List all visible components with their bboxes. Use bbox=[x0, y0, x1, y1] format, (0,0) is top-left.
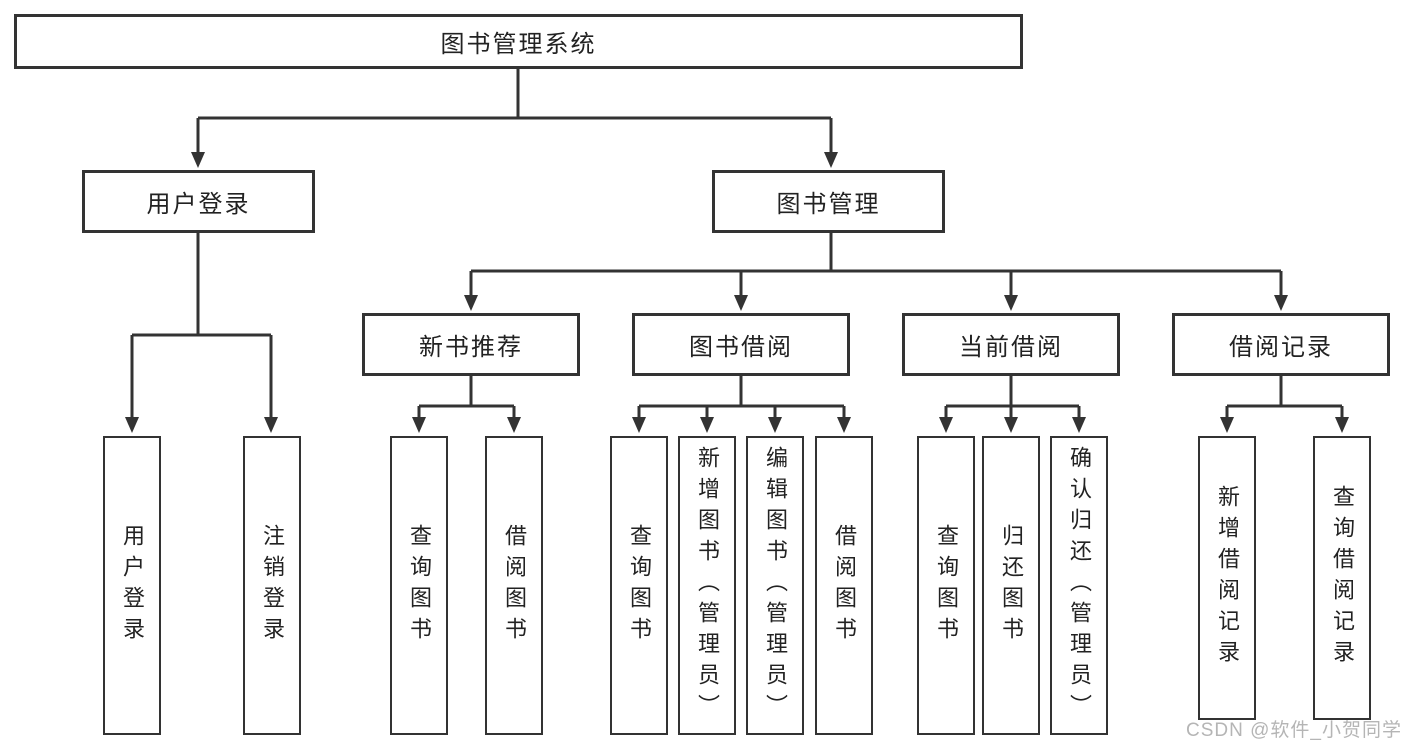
node-borrow-books-leaf: 借阅图书 bbox=[815, 436, 873, 735]
node-library-management-system: 图书管理系统 bbox=[14, 14, 1023, 69]
node-query-books-borrow: 查询图书 bbox=[610, 436, 668, 735]
node-label: 借阅图书 bbox=[502, 523, 527, 648]
arrow-down-icon bbox=[632, 417, 646, 433]
arrow-down-icon bbox=[412, 417, 426, 433]
node-label: 编辑图书（管理员） bbox=[763, 446, 788, 725]
arrow-down-icon bbox=[507, 417, 521, 433]
arrow-down-icon bbox=[464, 295, 478, 311]
node-logout-leaf: 注销登录 bbox=[243, 436, 301, 735]
arrow-down-icon bbox=[734, 295, 748, 311]
node-label: 查询图书 bbox=[407, 523, 432, 648]
node-user-login-leaf: 用户登录 bbox=[103, 436, 161, 735]
arrow-down-icon bbox=[768, 417, 782, 433]
node-current-borrowing: 当前借阅 bbox=[902, 313, 1120, 376]
node-label: 新书推荐 bbox=[419, 334, 523, 361]
node-borrowing-records: 借阅记录 bbox=[1172, 313, 1390, 376]
arrow-down-icon bbox=[700, 417, 714, 433]
node-confirm-return-admin: 确认归还（管理员） bbox=[1050, 436, 1108, 735]
arrow-down-icon bbox=[264, 417, 278, 433]
node-label: 图书管理系统 bbox=[440, 31, 597, 58]
node-label: 用户登录 bbox=[120, 523, 145, 648]
node-label: 查询图书 bbox=[934, 523, 959, 648]
node-label: 用户登录 bbox=[146, 191, 251, 218]
connector-paths bbox=[130, 69, 1344, 417]
node-add-borrow-record: 新增借阅记录 bbox=[1198, 436, 1256, 720]
node-label: 注销登录 bbox=[260, 523, 285, 648]
node-label: 图书管理 bbox=[776, 191, 881, 218]
node-label: 图书借阅 bbox=[689, 334, 793, 361]
arrow-down-icon bbox=[1335, 417, 1349, 433]
node-book-borrowing: 图书借阅 bbox=[632, 313, 850, 376]
node-label: 新增借阅记录 bbox=[1215, 485, 1240, 671]
node-label: 当前借阅 bbox=[959, 334, 1063, 361]
node-label: 归还图书 bbox=[999, 523, 1024, 648]
arrow-down-icon bbox=[191, 152, 205, 168]
node-label: 查询图书 bbox=[627, 523, 652, 648]
node-user-login-branch: 用户登录 bbox=[82, 170, 315, 233]
node-return-books: 归还图书 bbox=[982, 436, 1040, 735]
node-label: 新增图书（管理员） bbox=[695, 446, 720, 725]
node-label: 借阅记录 bbox=[1229, 334, 1333, 361]
csdn-watermark: CSDN @软件_小贺同学 bbox=[1186, 720, 1402, 741]
arrow-down-icon bbox=[837, 417, 851, 433]
arrow-down-icon bbox=[1274, 295, 1288, 311]
node-borrow-books-recommend: 借阅图书 bbox=[485, 436, 543, 735]
arrow-down-icon bbox=[1004, 417, 1018, 433]
node-new-book-recommendation: 新书推荐 bbox=[362, 313, 580, 376]
node-book-management-branch: 图书管理 bbox=[712, 170, 945, 233]
arrow-down-icon bbox=[1220, 417, 1234, 433]
arrow-down-icon bbox=[824, 152, 838, 168]
arrow-down-icons bbox=[125, 152, 1349, 433]
node-label: 查询借阅记录 bbox=[1330, 485, 1355, 671]
node-query-books-recommend: 查询图书 bbox=[390, 436, 448, 735]
node-edit-books-admin: 编辑图书（管理员） bbox=[746, 436, 804, 735]
node-query-books-current: 查询图书 bbox=[917, 436, 975, 735]
node-label: 确认归还（管理员） bbox=[1067, 446, 1092, 725]
node-add-books-admin: 新增图书（管理员） bbox=[678, 436, 736, 735]
arrow-down-icon bbox=[125, 417, 139, 433]
node-query-borrow-record: 查询借阅记录 bbox=[1313, 436, 1371, 720]
arrow-down-icon bbox=[939, 417, 953, 433]
arrow-down-icon bbox=[1004, 295, 1018, 311]
node-label: 借阅图书 bbox=[832, 523, 857, 648]
arrow-down-icon bbox=[1072, 417, 1086, 433]
